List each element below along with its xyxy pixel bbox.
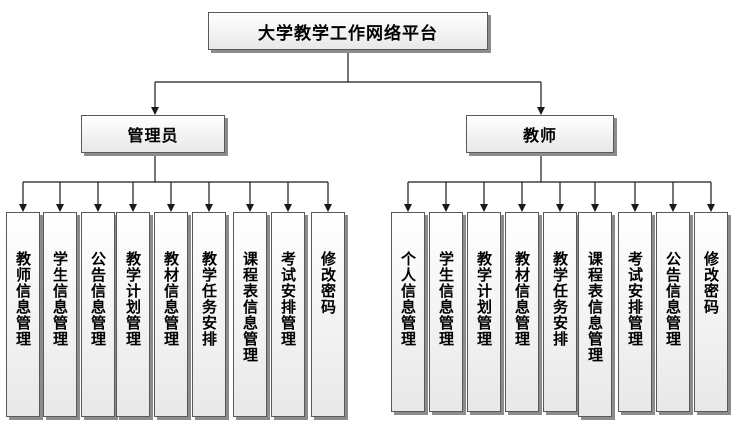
admin-module-label: 教学任务安排 — [200, 251, 218, 347]
admin-arrow-6 — [205, 204, 213, 212]
teacher-arrow-7 — [631, 204, 639, 212]
teacher-module-2: 学生信息管理 — [429, 212, 463, 412]
teacher-module-4: 教材信息管理 — [505, 212, 539, 412]
teacher-module-label: 公告信息管理 — [664, 251, 682, 347]
admin-arrow-4 — [129, 204, 137, 212]
teacher-module-label: 学生信息管理 — [437, 251, 455, 347]
teacher-module-label: 考试安排管理 — [626, 251, 644, 347]
admin-arrow-5 — [167, 204, 175, 212]
teacher-arrow — [537, 107, 545, 115]
teacher-arrow-8 — [669, 204, 677, 212]
admin-module-8: 考试安排管理 — [271, 212, 305, 417]
teacher-node: 教师 — [466, 115, 614, 153]
admin-node-label: 管理员 — [127, 126, 179, 145]
admin-module-label: 课程表信息管理 — [241, 251, 259, 363]
teacher-module-label: 教学任务安排 — [551, 251, 569, 347]
teacher-module-9: 修改密码 — [694, 212, 728, 412]
teacher-module-8: 公告信息管理 — [656, 212, 690, 412]
admin-module-label: 学生信息管理 — [51, 251, 69, 347]
admin-module-6: 教学任务安排 — [192, 212, 226, 417]
teacher-module-3: 教学计划管理 — [467, 212, 501, 412]
admin-module-label: 修改密码 — [319, 251, 337, 315]
teacher-module-label: 课程表信息管理 — [586, 251, 604, 363]
admin-module-3: 公告信息管理 — [81, 212, 115, 417]
admin-module-2: 学生信息管理 — [43, 212, 77, 417]
admin-arrow-9 — [324, 204, 332, 212]
teacher-module-1: 个人信息管理 — [391, 212, 425, 412]
admin-module-label: 教材信息管理 — [162, 251, 180, 347]
teacher-arrow-2 — [442, 204, 450, 212]
root-node: 大学教学工作网络平台 — [208, 12, 488, 50]
teacher-arrow-4 — [518, 204, 526, 212]
admin-module-label: 教师信息管理 — [14, 251, 32, 347]
admin-arrow-1 — [19, 204, 27, 212]
teacher-module-7: 考试安排管理 — [618, 212, 652, 412]
admin-module-9: 修改密码 — [311, 212, 345, 417]
teacher-arrow-5 — [556, 204, 564, 212]
teacher-arrow-6 — [591, 204, 599, 212]
admin-node: 管理员 — [81, 115, 225, 153]
teacher-module-label: 教学计划管理 — [475, 251, 493, 347]
admin-module-4: 教学计划管理 — [116, 212, 150, 417]
admin-module-7: 课程表信息管理 — [233, 212, 267, 417]
admin-module-1: 教师信息管理 — [6, 212, 40, 417]
teacher-module-6: 课程表信息管理 — [578, 212, 612, 417]
admin-module-label: 考试安排管理 — [279, 251, 297, 347]
admin-arrow-8 — [284, 204, 292, 212]
teacher-module-label: 修改密码 — [702, 251, 720, 315]
admin-module-label: 公告信息管理 — [89, 251, 107, 347]
teacher-module-label: 个人信息管理 — [399, 251, 417, 347]
admin-arrow-7 — [246, 204, 254, 212]
teacher-arrow-9 — [707, 204, 715, 212]
teacher-arrow-3 — [480, 204, 488, 212]
root-node-label: 大学教学工作网络平台 — [258, 23, 438, 44]
admin-arrow — [151, 107, 159, 115]
admin-arrow-3 — [94, 204, 102, 212]
teacher-node-label: 教师 — [522, 126, 557, 145]
admin-module-label: 教学计划管理 — [124, 251, 142, 347]
teacher-arrow-1 — [404, 204, 412, 212]
teacher-module-label: 教材信息管理 — [513, 251, 531, 347]
teacher-module-5: 教学任务安排 — [543, 212, 577, 412]
admin-module-5: 教材信息管理 — [154, 212, 188, 417]
admin-arrow-2 — [56, 204, 64, 212]
